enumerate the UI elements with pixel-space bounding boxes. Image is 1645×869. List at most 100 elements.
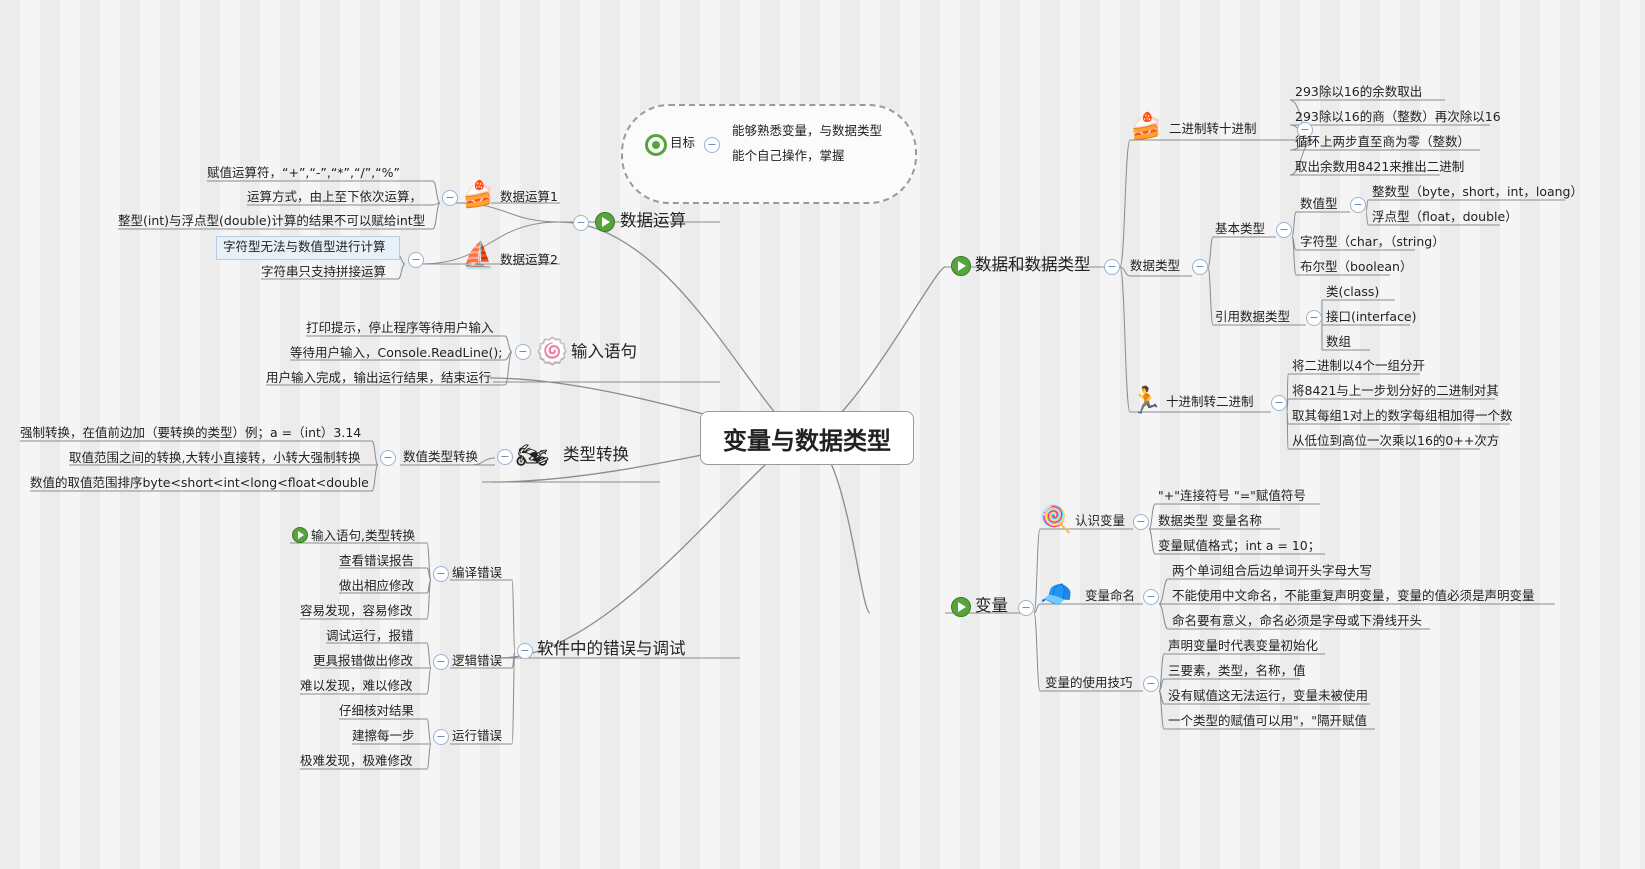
leaf-usage[interactable]: 没有赋值这无法运行，变量未被使用: [1168, 688, 1369, 703]
leaf-runtime[interactable]: 极难发现，极难修改: [300, 753, 413, 768]
leaf-know[interactable]: 数据类型 变量名称: [1158, 513, 1262, 528]
collapse-icon[interactable]: −: [573, 215, 589, 231]
leaf-op1[interactable]: 整型(int)与浮点型(double)计算的结果不可以赋给int型: [118, 213, 426, 228]
leaf-compile[interactable]: 做出相应修改: [339, 578, 415, 593]
goal-item[interactable]: 能够熟悉变量，与数据类型: [732, 123, 883, 138]
leaf-cast[interactable]: 数值的取值范围排序byte<short<int<long<float<doubl…: [30, 475, 369, 490]
leaf-char-type[interactable]: 字符型（char，（string）: [1300, 234, 1445, 249]
leaf-compile[interactable]: 输入语句,类型转换: [311, 528, 415, 543]
collapse-icon[interactable]: −: [380, 450, 396, 466]
collapse-icon[interactable]: −: [442, 190, 458, 206]
leaf-logic[interactable]: 难以发现，难以修改: [300, 678, 413, 693]
leaf-op1[interactable]: 运算方式，由上至下依次运算，: [247, 189, 423, 204]
leaf-input[interactable]: 等待用户输入，Console.ReadLine();: [290, 345, 503, 360]
goal-label[interactable]: 目标: [670, 135, 696, 150]
collapse-icon[interactable]: −: [1271, 395, 1287, 411]
leaf-bool-type[interactable]: 布尔型（boolean）: [1300, 259, 1413, 274]
leaf-compile[interactable]: 查看错误报告: [339, 553, 415, 568]
leaf-op2[interactable]: 字符型无法与数值型进行计算: [223, 239, 386, 254]
leaf-know[interactable]: 变量赋值格式；int a = 10；: [1158, 538, 1321, 553]
node-data-type[interactable]: 数据类型: [1130, 258, 1181, 273]
collapse-icon[interactable]: −: [408, 252, 424, 268]
node-data-op1[interactable]: 数据运算1: [500, 189, 558, 204]
leaf-ref[interactable]: 数组: [1326, 334, 1352, 349]
leaf-naming[interactable]: 两个单词组合后边单词开头字母大写: [1172, 563, 1373, 578]
leaf-know[interactable]: "+"连接符号 "="赋值符号: [1158, 488, 1306, 503]
node-ref-type[interactable]: 引用数据类型: [1215, 309, 1291, 324]
collapse-icon[interactable]: −: [497, 449, 513, 465]
collapse-icon[interactable]: −: [1306, 310, 1322, 326]
connector-line: [1365, 211, 1369, 226]
goal-item[interactable]: 能个自己操作，掌握: [732, 148, 845, 163]
leaf-runtime[interactable]: 建擦每一步: [352, 728, 415, 743]
branch-cast[interactable]: 类型转换: [563, 445, 629, 464]
leaf-compile[interactable]: 容易发现，容易修改: [300, 603, 413, 618]
node-runtime-error[interactable]: 运行错误: [452, 728, 503, 743]
leaf-numeric[interactable]: 浮点型（float，double）: [1372, 209, 1518, 224]
collapse-icon[interactable]: −: [515, 344, 531, 360]
central-topic[interactable]: 变量与数据类型: [700, 411, 914, 465]
collapse-icon[interactable]: −: [1143, 676, 1159, 692]
node-var-naming[interactable]: 变量命名: [1085, 588, 1136, 603]
branch-input[interactable]: 输入语句: [571, 342, 637, 361]
connector-line: [371, 464, 379, 492]
collapse-icon[interactable]: −: [433, 654, 449, 670]
leaf-input[interactable]: 用户输入完成，输出运行结果，结束运行: [266, 370, 492, 385]
leaf-cast[interactable]: 强制转换，在值前边加（要转换的类型）例；a =（int）3.14: [20, 425, 362, 440]
leaf-dec2bin[interactable]: 从低位到高位一次乘以16的0++次方: [1292, 433, 1500, 448]
connector-line: [1291, 236, 1297, 276]
leaf-naming[interactable]: 不能使用中文命名，不能重复声明变量，变量的值必须是声明变量: [1172, 588, 1535, 603]
leaf-op1[interactable]: 赋值运算符，“+”,“-”,“*”,“/”,“%”: [207, 165, 400, 180]
branch-variables[interactable]: 变量: [975, 596, 1008, 615]
leaf-cast[interactable]: 取值范围之间的转换,大转小直接转，小转大强制转换: [69, 450, 361, 465]
leaf-dec2bin[interactable]: 取其每组1对上的数字每组相加得一个数: [1292, 408, 1513, 423]
leaf-ref[interactable]: 接口(interface): [1326, 309, 1417, 324]
leaf-op2[interactable]: 字符串只支持拼接运算: [261, 264, 387, 279]
collapse-icon[interactable]: −: [517, 643, 533, 659]
collapse-icon[interactable]: −: [704, 137, 720, 153]
node-logic-error[interactable]: 逻辑错误: [452, 653, 503, 668]
leaf-dec2bin[interactable]: 将8421与上一步划分好的二进制对其: [1292, 383, 1499, 398]
leaf-input[interactable]: 打印提示，停止程序等待用户输入: [306, 320, 494, 335]
node-compile-error[interactable]: 编译错误: [452, 565, 503, 580]
leaf-logic[interactable]: 更具报错做出修改: [313, 653, 414, 668]
collapse-icon[interactable]: −: [1018, 600, 1034, 616]
connector-line: [426, 579, 432, 620]
leaf-usage[interactable]: 三要素，类型，名称，值: [1168, 663, 1306, 678]
collapse-icon[interactable]: −: [1350, 197, 1366, 213]
collapse-icon[interactable]: −: [1104, 259, 1120, 275]
leaf-dec2bin[interactable]: 将二进制以4个一组分开: [1292, 358, 1425, 373]
collapse-icon[interactable]: −: [433, 566, 449, 582]
leaf-usage[interactable]: 声明变量时代表变量初始化: [1168, 638, 1319, 653]
connector-line: [426, 743, 432, 770]
leaf-bin2dec[interactable]: 293除以16的商（整数）再次除以16: [1295, 109, 1501, 124]
node-data-op2[interactable]: 数据运算2: [500, 252, 558, 267]
connector-line: [1207, 266, 1214, 326]
collapse-icon[interactable]: −: [1143, 589, 1159, 605]
leaf-ref[interactable]: 类(class): [1326, 284, 1380, 299]
collapse-icon[interactable]: −: [1192, 259, 1208, 275]
node-numeric-cast[interactable]: 数值类型转换: [403, 449, 479, 464]
leaf-bin2dec[interactable]: 取出余数用8421来推出二进制: [1295, 159, 1465, 174]
leaf-numeric[interactable]: 整数型（byte，short，int，loang）: [1372, 184, 1583, 199]
connector-line: [1158, 690, 1165, 730]
leaf-naming[interactable]: 命名要有意义，命名必须是字母或下滑线开头: [1172, 613, 1423, 628]
branch-data-types[interactable]: 数据和数据类型: [975, 255, 1091, 274]
leaf-usage[interactable]: 一个类型的赋值可以用"，"隔开赋值: [1168, 713, 1367, 728]
branch-errors[interactable]: 软件中的错误与调试: [537, 639, 686, 658]
collapse-icon[interactable]: −: [1297, 122, 1313, 138]
leaf-runtime[interactable]: 仔细核对结果: [339, 703, 415, 718]
node-numeric-type[interactable]: 数值型: [1300, 196, 1338, 211]
collapse-icon[interactable]: −: [1276, 222, 1292, 238]
node-know-var[interactable]: 认识变量: [1075, 513, 1126, 528]
leaf-bin2dec[interactable]: 循环上两步直至商为零（整数）: [1295, 134, 1471, 149]
collapse-icon[interactable]: −: [433, 729, 449, 745]
node-dec2bin[interactable]: 十进制转二进制: [1166, 394, 1254, 409]
collapse-icon[interactable]: −: [1133, 514, 1149, 530]
branch-data-ops[interactable]: 数据运算: [620, 211, 686, 230]
leaf-logic[interactable]: 调试运行，报错: [326, 628, 414, 643]
node-basic-type[interactable]: 基本类型: [1215, 221, 1266, 236]
node-var-usage[interactable]: 变量的使用技巧: [1045, 675, 1133, 690]
node-bin2dec[interactable]: 二进制转十进制: [1169, 121, 1257, 136]
leaf-bin2dec[interactable]: 293除以16的余数取出: [1295, 84, 1423, 99]
